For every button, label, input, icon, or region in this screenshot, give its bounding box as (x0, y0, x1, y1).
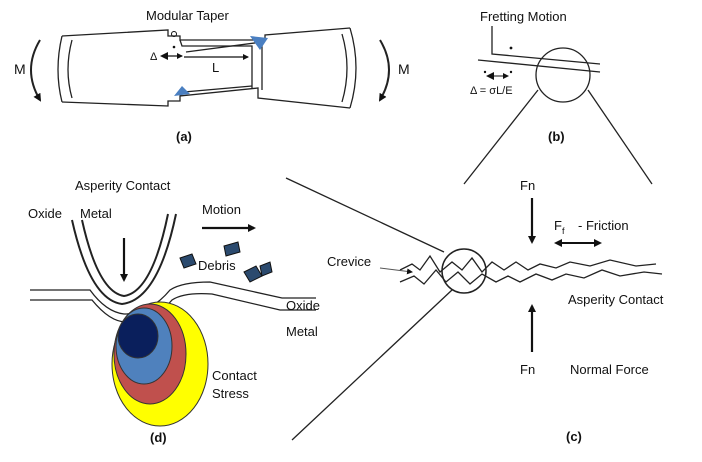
taper-point-marker (171, 31, 177, 37)
moment-arc-right (378, 39, 390, 102)
stress-zone-core (117, 313, 159, 359)
moment-label-left: M (14, 61, 26, 77)
zoom-line-left (463, 89, 539, 185)
panel-b: Fretting Motion Δ = σL/E (b) (463, 9, 653, 185)
panel-d: Asperity Contact Oxide Metal Motion Debr… (28, 178, 320, 445)
zoom-line-d-top (285, 177, 445, 253)
oxide-right-label: Oxide (286, 298, 320, 313)
panel-a-caption: (a) (176, 129, 192, 144)
taper-dot (172, 45, 176, 49)
crevice-label: Crevice (327, 254, 371, 269)
moment-arc-left (30, 39, 42, 102)
formula-dot-right (509, 70, 513, 74)
crevice-circle (441, 248, 487, 294)
panel-b-caption: (b) (548, 129, 565, 144)
asperity-outer (71, 213, 177, 306)
modular-taper-title: Modular Taper (146, 8, 230, 23)
debris-particle-1 (179, 253, 197, 269)
crevice-pointer (379, 267, 413, 275)
contact-label: Contact (212, 368, 257, 383)
friction-symbol: Ff (554, 218, 565, 236)
asperity-contact-label-c: Asperity Contact (568, 292, 664, 307)
fretting-line-lower (477, 59, 601, 73)
panel-c-caption: (c) (566, 429, 582, 444)
asperity-inner (81, 213, 169, 298)
asperity-surface-upper (399, 254, 657, 274)
shaft-left-end (57, 35, 63, 103)
fretting-motion-title: Fretting Motion (480, 9, 567, 24)
panel-d-caption: (d) (150, 430, 167, 445)
taper-inner-top (179, 39, 253, 88)
shaft-bottom-edge (61, 87, 351, 109)
fretting-dot (509, 46, 513, 50)
metal-top-label: Metal (80, 206, 112, 221)
normal-force-label: Normal Force (570, 362, 649, 377)
fretting-line-upper (491, 26, 601, 65)
panel-a: M M Δ L Modular Taper (a) (14, 8, 410, 144)
fretting-circle (535, 47, 591, 103)
motion-label: Motion (202, 202, 241, 217)
zoom-line-right (587, 89, 653, 185)
asperity-contact-label-d: Asperity Contact (75, 178, 171, 193)
debris-particle-4 (259, 261, 273, 277)
normal-force-bottom-label: Fn (520, 362, 535, 377)
taper-inner-line (185, 41, 263, 90)
zoom-line-d-bottom (291, 289, 453, 441)
shaft-left-inner (67, 39, 73, 99)
shaft-right-inner (341, 33, 348, 103)
stress-label: Stress (212, 386, 249, 401)
panel-c: Fn Ff - Friction Crevice Asperity Contac… (327, 178, 664, 444)
shaft-top-edge (61, 27, 351, 41)
oxide-top-label: Oxide (28, 206, 62, 221)
contact-wedge-bottom (174, 86, 190, 96)
length-label: L (212, 60, 219, 75)
metal-right-label: Metal (286, 324, 318, 339)
formula-dot-left (483, 70, 487, 74)
contact-wedge-top (250, 36, 268, 50)
debris-particle-3 (243, 265, 263, 283)
shaft-right-end (349, 27, 357, 109)
normal-force-top-label: Fn (520, 178, 535, 193)
debris-particle-2 (223, 241, 241, 257)
friction-label: - Friction (578, 218, 629, 233)
moment-label-right: M (398, 61, 410, 77)
delta-label: Δ (150, 51, 158, 63)
debris-label: Debris (198, 258, 236, 273)
fretting-formula: Δ = σL/E (470, 85, 513, 97)
asperity-surface-lower (399, 268, 663, 285)
